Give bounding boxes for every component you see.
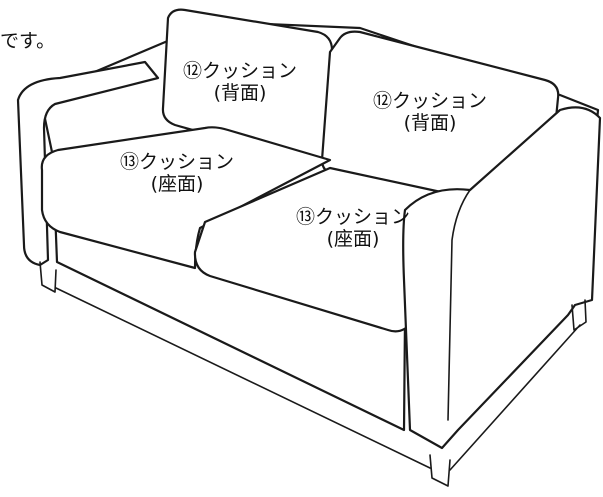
- label-back-left-name: ⑫クッション: [183, 60, 298, 82]
- label-back-right-type: (背面): [403, 112, 457, 134]
- label-seat-left-type: (座面): [150, 173, 204, 195]
- right-arm-face: [447, 189, 471, 421]
- sofa-arm-right: [402, 106, 602, 450]
- leg-front-right: [429, 454, 451, 487]
- caption-text: です。: [0, 30, 56, 52]
- label-seat-right-name: ⑬クッション: [296, 206, 411, 228]
- label-seat-right-type: (座面): [326, 228, 380, 250]
- leg-left: [39, 261, 57, 293]
- label-seat-left-name: ⑬クッション: [120, 151, 235, 173]
- label-back-right-name: ⑫クッション: [373, 90, 488, 112]
- seat-cushion-left: [40, 126, 332, 270]
- sofa-arm-left: [16, 60, 160, 267]
- label-seat-cushion-left: ⑬クッション (座面): [120, 151, 234, 195]
- label-seat-cushion-right: ⑬クッション (座面): [296, 206, 410, 250]
- label-back-cushion-right: ⑫クッション (背面): [373, 90, 487, 134]
- label-back-cushion-left: ⑫クッション (背面): [183, 60, 297, 104]
- base-rail-right: [449, 324, 581, 471]
- base-rail-left: [55, 287, 431, 469]
- label-back-left-type: (背面): [213, 82, 267, 104]
